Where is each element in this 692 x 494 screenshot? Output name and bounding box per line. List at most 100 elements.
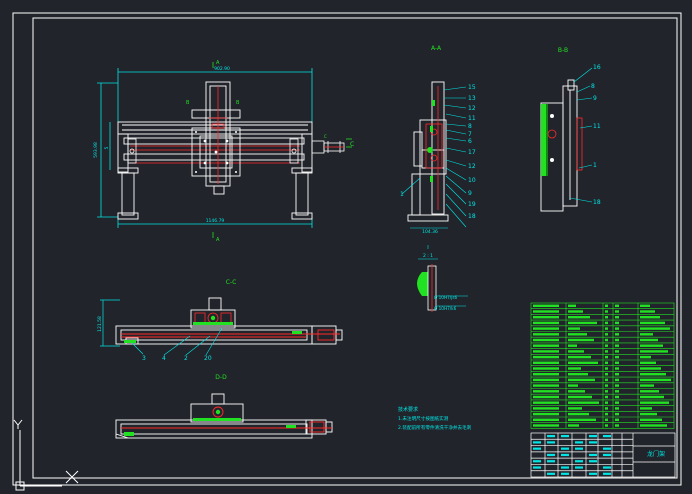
parts-list-cell-text [568, 373, 588, 376]
title-block-cell-text [575, 460, 583, 463]
balloon-aa-4: 11 [468, 115, 476, 122]
parts-list-cell-text [533, 412, 559, 416]
parts-list-cell-text [640, 418, 662, 421]
parts-list-cell-text [568, 424, 579, 427]
front-dim-left-mid: 5 [104, 146, 110, 149]
parts-list-cell-text [605, 401, 608, 404]
parts-list-cell-text [640, 327, 670, 330]
title-block-cell-text [589, 472, 597, 475]
balloon-cc-4: 20 [204, 355, 212, 362]
balloon-bb-1: 16 [593, 64, 601, 71]
parts-list-cell-text [640, 344, 663, 347]
parts-list-cell-text [568, 378, 595, 382]
parts-list-cell-text [640, 310, 655, 313]
parts-list-cell-text [533, 361, 559, 364]
title-block-cell-text [589, 460, 597, 463]
parts-list-cell-text [568, 390, 585, 393]
parts-list-cell-text [605, 407, 608, 410]
parts-list-cell-text [615, 338, 619, 342]
parts-list-cell-text [605, 395, 608, 399]
parts-list-cell-text [533, 407, 559, 410]
parts-list-cell-text [640, 355, 651, 359]
parts-list-cell-text [615, 310, 619, 313]
section-dd-title: D-D [215, 374, 227, 381]
parts-list-cell-text [568, 333, 587, 336]
title-block-cell-text [547, 460, 555, 463]
x-guide-rail [130, 145, 300, 164]
section-cc-height: 121.58 [97, 316, 103, 332]
parts-list-cell-text [605, 390, 608, 393]
parts-list-cell-text [640, 304, 650, 307]
title-block-cell-text [561, 447, 569, 450]
parts-list-cell-text [640, 373, 666, 376]
parts-list-cell-text [640, 401, 669, 404]
parts-list-cell-text [533, 310, 559, 313]
section-dd-view: D-D [115, 374, 333, 439]
balloon-aa-10: 10 [468, 177, 476, 184]
balloon-bb-6: 18 [593, 199, 601, 206]
parts-list-cell-text [615, 316, 619, 319]
parts-list-cell-text [615, 367, 619, 370]
drawing-frame [12, 12, 682, 486]
balloon-bb-4: 11 [593, 123, 601, 130]
balloon-cc-2: 4 [162, 355, 166, 362]
parts-list-cell-text [615, 361, 619, 364]
parts-list-cell-text [615, 344, 619, 347]
parts-list-cell-text [568, 367, 581, 370]
parts-list-cell-text [568, 321, 597, 325]
parts-list-table [530, 302, 675, 429]
end-blocks [127, 138, 299, 164]
parts-list-cell-text [615, 304, 619, 307]
section-bb-title: B-B [558, 47, 568, 54]
parts-list-cell-text [605, 418, 608, 421]
title-block-cell-text [533, 466, 541, 469]
parts-list-cell-text [533, 333, 559, 336]
drawing-title: 龙门架 [647, 450, 665, 458]
title-block-cell-text [561, 472, 569, 475]
parts-list-cell-text [533, 390, 559, 393]
z-axis-screw [209, 86, 227, 184]
balloon-bb-3: 9 [593, 95, 597, 102]
parts-list-cell-text [568, 361, 598, 364]
title-block-cell-text [533, 441, 541, 444]
section-marker-b-right: B [236, 100, 240, 106]
balloon-aa-12: 19 [468, 201, 476, 208]
title-block-cell-text [533, 447, 541, 450]
parts-list-cell-text [568, 316, 590, 319]
x-drive-motor [311, 140, 345, 154]
parts-list-cell-text [533, 367, 559, 370]
section-marker-c-upper: C [324, 134, 327, 139]
front-dim-height: 593.98 [93, 142, 99, 158]
parts-list-cell-text [568, 407, 582, 410]
balloon-cc-3: 2 [184, 355, 188, 362]
parts-list-cell-text [605, 350, 608, 353]
parts-list-cell-text [640, 390, 659, 393]
parts-list-cell-text [568, 412, 589, 416]
parts-list-cell-text [533, 395, 559, 399]
parts-list-cell-text [615, 378, 619, 382]
parts-list-cell-text [640, 361, 656, 364]
parts-list-cell-text [533, 344, 559, 347]
parts-list-cell-text [605, 424, 608, 427]
parts-list-cell-text [615, 424, 619, 427]
balloon-aa-13: 18 [468, 213, 476, 220]
title-block-cell-text [603, 453, 611, 457]
parts-list-cell-text [615, 327, 619, 330]
parts-list-cell-text [605, 361, 608, 364]
parts-list-cell-text [533, 418, 559, 421]
detail-view: I 2 : 1 Ø 10H7/js6 Ø 10H7/k6 [417, 245, 468, 312]
parts-list-cell-text [533, 401, 559, 404]
parts-list-cell-text [605, 384, 608, 387]
parts-list-cell-text [640, 350, 668, 353]
section-marker-a-top: A [216, 60, 220, 66]
balloon-bb-5: 1 [593, 162, 597, 169]
parts-list-cell-text [605, 338, 608, 342]
parts-list-cell-text [640, 338, 658, 342]
parts-list-cell-text [568, 355, 591, 359]
parts-list-cell-text [533, 424, 559, 427]
parts-list-cell-text [533, 316, 559, 319]
ucs-axis-icon [13, 419, 79, 491]
detail-title: I [427, 245, 428, 251]
parts-list-cell-text [568, 344, 577, 347]
